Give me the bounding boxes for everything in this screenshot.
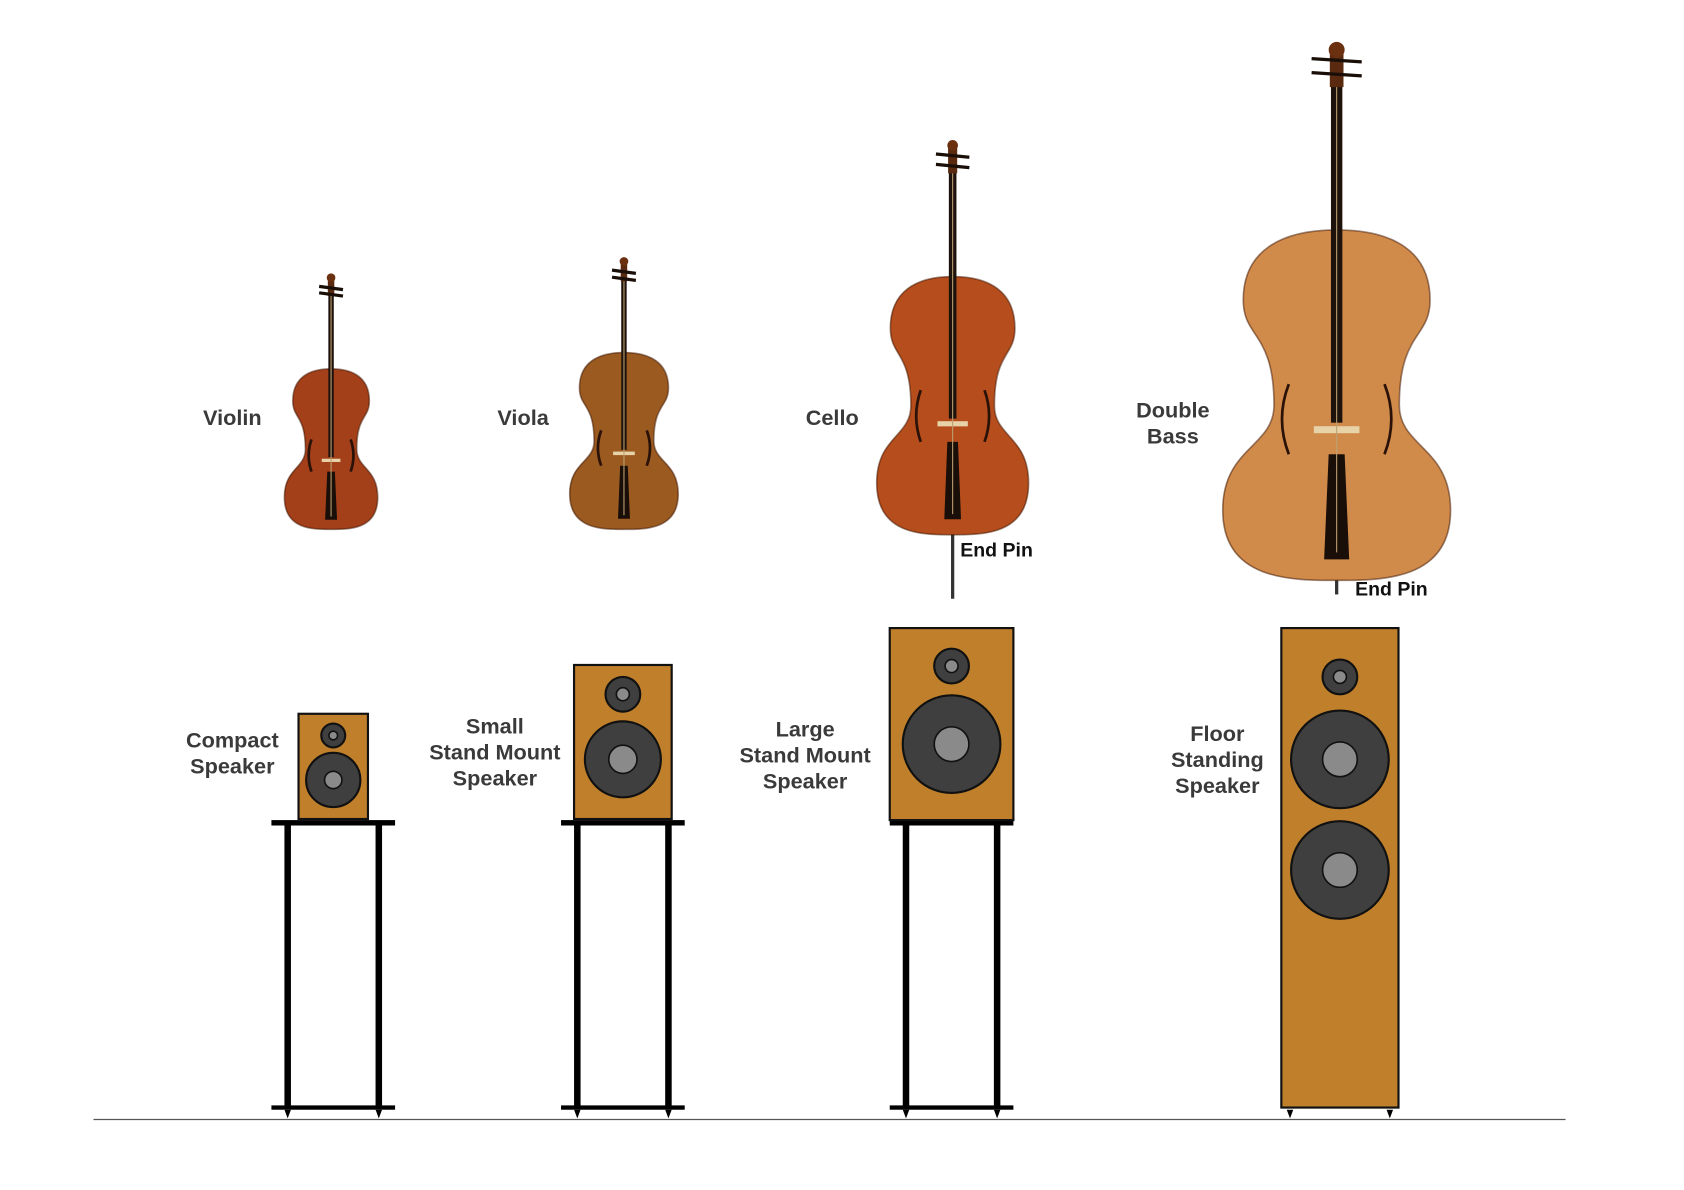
label-large-stand-mount-1: Large [776, 717, 835, 742]
label-small-stand-mount-1: Small [466, 713, 524, 738]
spike-foot [1286, 1109, 1294, 1119]
viola-scroll [619, 257, 629, 266]
woofer-center [1321, 851, 1359, 889]
viola-tuning-pegs [611, 275, 637, 283]
tweeter-center [1332, 669, 1348, 685]
label-small-stand-mount-2: Stand Mount [429, 739, 560, 764]
cello-pegbox [948, 147, 958, 174]
stand-leg [284, 822, 291, 1109]
cello [875, 140, 1030, 599]
double-bass-tuning-pegs [1311, 56, 1362, 64]
large-stand-mount-speaker [888, 627, 1015, 1119]
small-stand-mount-stand [561, 820, 685, 1119]
label-large-stand-mount-2: Stand Mount [739, 743, 870, 768]
instruments-row [283, 41, 1452, 599]
label-cello-end-pin: End Pin [960, 539, 1033, 561]
compact-speaker-stand [271, 820, 396, 1119]
violin-f-hole [349, 439, 355, 473]
double-bass-f-hole [1280, 383, 1291, 455]
stand-base-plate [271, 1105, 396, 1110]
spike-foot [993, 1109, 1001, 1119]
cello-tuning-pegs [935, 152, 970, 159]
spike-foot [574, 1109, 581, 1119]
double-bass-scroll [1328, 41, 1345, 58]
cello-scroll [947, 140, 958, 151]
stand-base-plate [889, 1105, 1014, 1110]
label-large-stand-mount-3: Speaker [763, 769, 848, 794]
label-bass-end-pin: End Pin [1355, 579, 1428, 601]
label-compact-speaker-2: Speaker [190, 753, 275, 778]
spike-foot [902, 1109, 910, 1119]
woofer-center [1321, 741, 1359, 778]
label-viola: Viola [497, 405, 549, 430]
tweeter-center [615, 686, 631, 702]
stand-top-plate [561, 820, 685, 826]
stand-top-plate [889, 820, 1014, 826]
cello-f-hole [914, 389, 923, 443]
viola-f-hole [645, 429, 652, 467]
spike-foot [375, 1109, 383, 1119]
stand-top-plate [271, 820, 396, 826]
stand-base-plate [561, 1105, 685, 1110]
label-floor-standing-1: Floor [1190, 721, 1245, 746]
double-bass [1221, 41, 1452, 595]
stand-leg [574, 822, 581, 1109]
violin-scroll [326, 273, 336, 283]
viola [568, 257, 680, 531]
woofer-center [607, 744, 638, 775]
tweeter-center [944, 658, 959, 674]
tweeter-center [328, 730, 339, 741]
floor-standing-speaker [1280, 627, 1400, 1119]
cello-tuning-pegs [935, 162, 970, 170]
cello-f-hole [983, 389, 991, 443]
spike-foot [1386, 1109, 1394, 1119]
label-cello: Cello [806, 405, 859, 430]
double-bass-tuning-pegs [1311, 70, 1362, 78]
spike-foot [665, 1109, 672, 1119]
small-stand-mount-speaker [561, 663, 685, 1119]
viola-tuning-pegs [611, 268, 637, 275]
compact-speaker [271, 712, 396, 1119]
violin-tuning-pegs [318, 284, 344, 292]
stand-leg [665, 822, 672, 1109]
stand-leg [375, 822, 383, 1109]
stand-leg [902, 822, 910, 1109]
woofer-center [323, 770, 343, 790]
label-compact-speaker-1: Compact [186, 727, 279, 752]
stand-leg [993, 822, 1001, 1109]
violin-tuning-pegs [318, 291, 344, 298]
label-small-stand-mount-3: Speaker [453, 765, 538, 790]
viola-f-hole [596, 429, 603, 467]
spike-foot [284, 1109, 291, 1119]
label-double-bass-line2: Bass [1147, 424, 1199, 449]
woofer-center [933, 725, 970, 763]
label-double-bass-line1: Double [1136, 398, 1209, 423]
violin [283, 273, 379, 531]
violin-f-hole [307, 439, 313, 473]
double-bass-f-hole [1383, 383, 1393, 455]
label-floor-standing-3: Speaker [1175, 773, 1260, 798]
label-floor-standing-2: Standing [1171, 747, 1264, 772]
label-violin: Violin [203, 405, 262, 430]
speakers-row [271, 627, 1400, 1119]
large-stand-mount-stand [889, 820, 1014, 1119]
